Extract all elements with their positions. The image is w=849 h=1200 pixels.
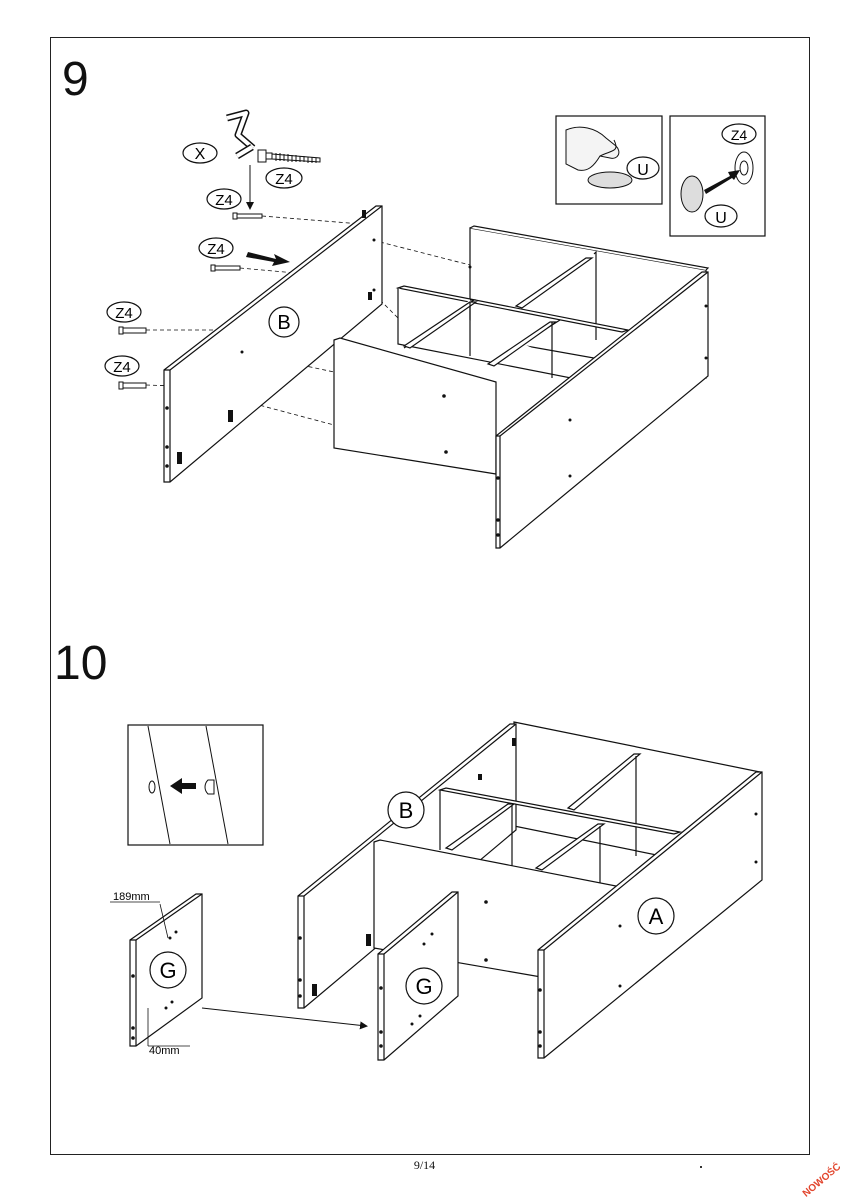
label-z4-1: Z4 <box>206 188 242 210</box>
dimension-189mm: 189mm <box>113 891 150 903</box>
svg-text:U: U <box>715 210 727 227</box>
label-g-detached: G <box>149 951 187 989</box>
svg-text:Z4: Z4 <box>207 241 225 258</box>
screw-1-icon <box>232 212 263 220</box>
dot-mark <box>700 1166 702 1168</box>
page-number: 9/14 <box>413 1158 436 1172</box>
step-9-number: 9 <box>62 53 89 106</box>
svg-text:U: U <box>637 162 649 179</box>
svg-text:B: B <box>399 798 414 823</box>
svg-text:Z4: Z4 <box>215 192 233 209</box>
inset-hinge-detail <box>127 724 264 846</box>
direction-arrow <box>246 252 290 266</box>
label-b-step10: B <box>387 791 425 829</box>
step-10-number: 10 <box>54 637 108 690</box>
inset-cap-screw: Z4 U <box>669 115 766 237</box>
carcass-holes-9 <box>442 265 708 537</box>
label-z4-4: Z4 <box>104 355 140 377</box>
door-g-installed-holes <box>379 932 434 1048</box>
svg-text:Z4: Z4 <box>113 359 131 376</box>
dimension-40mm: 40mm <box>149 1045 180 1057</box>
panel-b-holes <box>165 210 376 468</box>
svg-text:Z4: Z4 <box>731 127 748 143</box>
z4-screw-icon <box>257 149 321 163</box>
panel-b-step9 <box>163 205 383 483</box>
screw-3-icon <box>118 326 147 335</box>
screw-2-icon <box>210 264 241 272</box>
carcass-step10 <box>297 721 763 1059</box>
label-z4-top: Z4 <box>265 167 303 189</box>
svg-text:A: A <box>649 904 664 929</box>
svg-text:B: B <box>277 312 290 334</box>
screw-4-icon <box>118 381 147 390</box>
label-b-step9: B <box>268 306 300 338</box>
inset-cap-hand: U <box>555 115 663 205</box>
svg-text:G: G <box>159 958 176 983</box>
page-frame <box>50 37 810 1155</box>
label-g-installed: G <box>405 967 443 1005</box>
carcass-holes-10 <box>298 738 758 1048</box>
move-arrow <box>201 1007 368 1030</box>
label-x: X <box>182 142 218 164</box>
door-g-detached-holes <box>131 930 178 1040</box>
carcass-step9 <box>333 225 710 549</box>
allen-key-icon <box>226 109 256 160</box>
svg-text:Z4: Z4 <box>115 305 133 322</box>
label-z4-2: Z4 <box>198 237 234 259</box>
dimension-lines <box>110 901 190 1047</box>
label-z4-3: Z4 <box>106 301 142 323</box>
label-a-step10: A <box>637 897 675 935</box>
svg-text:Z4: Z4 <box>275 171 293 188</box>
svg-text:X: X <box>195 146 206 163</box>
svg-text:G: G <box>415 974 432 999</box>
